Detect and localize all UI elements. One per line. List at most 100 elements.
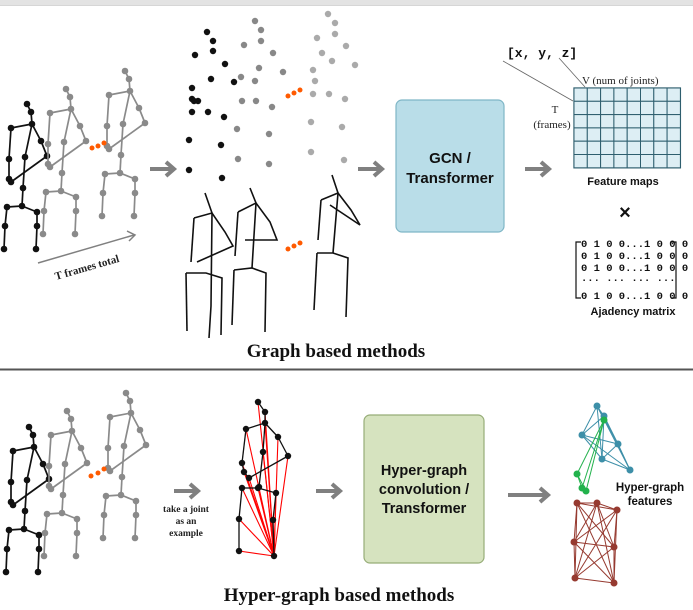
grid-cell bbox=[640, 100, 655, 116]
bone bbox=[122, 90, 131, 125]
joint-point bbox=[221, 60, 229, 68]
joint bbox=[100, 511, 108, 519]
bone bbox=[272, 519, 275, 557]
example-label: example bbox=[169, 529, 203, 539]
bone bbox=[43, 532, 46, 557]
arrow-2 bbox=[358, 160, 386, 178]
joint bbox=[254, 398, 262, 406]
gcn-box-line2: Transformer bbox=[406, 170, 494, 187]
hyperedge bbox=[601, 443, 619, 460]
joint-point bbox=[257, 37, 265, 45]
joint bbox=[43, 510, 51, 518]
joint bbox=[57, 187, 65, 195]
grid-cell bbox=[640, 140, 655, 155]
bone bbox=[10, 123, 33, 129]
joint bbox=[5, 526, 13, 534]
joint bbox=[242, 425, 250, 433]
bone bbox=[49, 108, 72, 114]
bone bbox=[22, 156, 26, 189]
joint bbox=[7, 178, 15, 186]
joint bbox=[66, 93, 74, 101]
joint bbox=[71, 230, 79, 238]
joint-point bbox=[318, 49, 326, 57]
joint bbox=[72, 193, 80, 201]
v-label: V (num of joints) bbox=[582, 75, 659, 87]
joint bbox=[43, 152, 51, 160]
joint-point bbox=[230, 78, 238, 86]
bone bbox=[107, 416, 111, 449]
hyperedge bbox=[574, 546, 615, 579]
joint bbox=[106, 467, 114, 475]
joint bbox=[125, 75, 133, 83]
matrix-row: 0 1 0 0...1 0 0 0 bbox=[581, 263, 688, 275]
adjacency-caption: Ajadency matrix bbox=[591, 306, 677, 318]
joint-point bbox=[313, 34, 321, 42]
joint bbox=[120, 442, 128, 450]
example-label: as an bbox=[176, 517, 198, 527]
arrow-3 bbox=[525, 160, 553, 178]
joint bbox=[136, 426, 144, 434]
grid-cell bbox=[666, 114, 681, 129]
example-label: take a joint bbox=[163, 505, 210, 515]
node bbox=[610, 579, 618, 587]
matrix-row: 0 1 0 0...1 0 0 0 bbox=[581, 251, 688, 263]
coord-label: [x, y, z] bbox=[507, 46, 577, 61]
grid-cell bbox=[613, 127, 628, 142]
joint-point bbox=[309, 66, 317, 74]
grid-cell bbox=[573, 140, 588, 155]
grid-cell bbox=[653, 140, 668, 155]
grid-cell bbox=[626, 127, 642, 142]
skeleton-frame-1 bbox=[0, 100, 51, 253]
grid-cell bbox=[573, 87, 588, 102]
node bbox=[573, 499, 581, 507]
joint bbox=[3, 545, 11, 553]
grid-cell bbox=[600, 127, 615, 142]
skeleton-frame-3 bbox=[99, 389, 150, 542]
joint bbox=[30, 443, 38, 451]
hyper-box-line2: convolution / bbox=[379, 482, 469, 498]
grid-cell bbox=[640, 114, 655, 129]
joint bbox=[142, 441, 150, 449]
graph-section-title: Graph based methods bbox=[247, 341, 425, 362]
matrix-row: 0 1 0 0...1 0 0 0 bbox=[581, 291, 688, 303]
grid-cell bbox=[653, 100, 668, 116]
grid-cell bbox=[586, 100, 602, 116]
joint bbox=[238, 459, 246, 467]
hyperedge bbox=[238, 550, 275, 557]
joint bbox=[7, 124, 15, 132]
joint-point bbox=[188, 84, 196, 92]
joint bbox=[103, 122, 111, 130]
joint-point bbox=[238, 97, 246, 105]
grid-cell bbox=[613, 100, 628, 116]
joint-point bbox=[194, 97, 202, 105]
joint-points-frame-3 bbox=[307, 10, 359, 164]
joint bbox=[27, 108, 35, 116]
joint bbox=[98, 212, 106, 220]
skeleton-sequence-bottom bbox=[2, 389, 150, 576]
joint bbox=[121, 67, 129, 75]
bone bbox=[24, 479, 28, 512]
joint bbox=[127, 409, 135, 417]
joint-point bbox=[203, 28, 211, 36]
joint bbox=[126, 397, 134, 405]
joint bbox=[272, 489, 280, 497]
joint bbox=[40, 552, 48, 560]
node bbox=[613, 506, 621, 514]
node bbox=[578, 431, 586, 439]
hyperedge bbox=[581, 405, 598, 436]
skeleton-frame-2 bbox=[39, 85, 90, 238]
node bbox=[570, 538, 578, 546]
joint-point bbox=[209, 47, 217, 55]
grid-cell bbox=[586, 87, 602, 102]
hyperedge bbox=[241, 487, 275, 557]
grid-cell bbox=[573, 100, 588, 116]
hyperedge bbox=[248, 477, 275, 557]
grid-cell bbox=[626, 100, 642, 116]
node bbox=[571, 574, 579, 582]
grid-cell bbox=[613, 140, 628, 155]
features-label: Hyper-graph bbox=[616, 482, 684, 494]
bone bbox=[64, 430, 73, 465]
joint bbox=[259, 448, 267, 456]
grid-cell bbox=[600, 140, 615, 155]
